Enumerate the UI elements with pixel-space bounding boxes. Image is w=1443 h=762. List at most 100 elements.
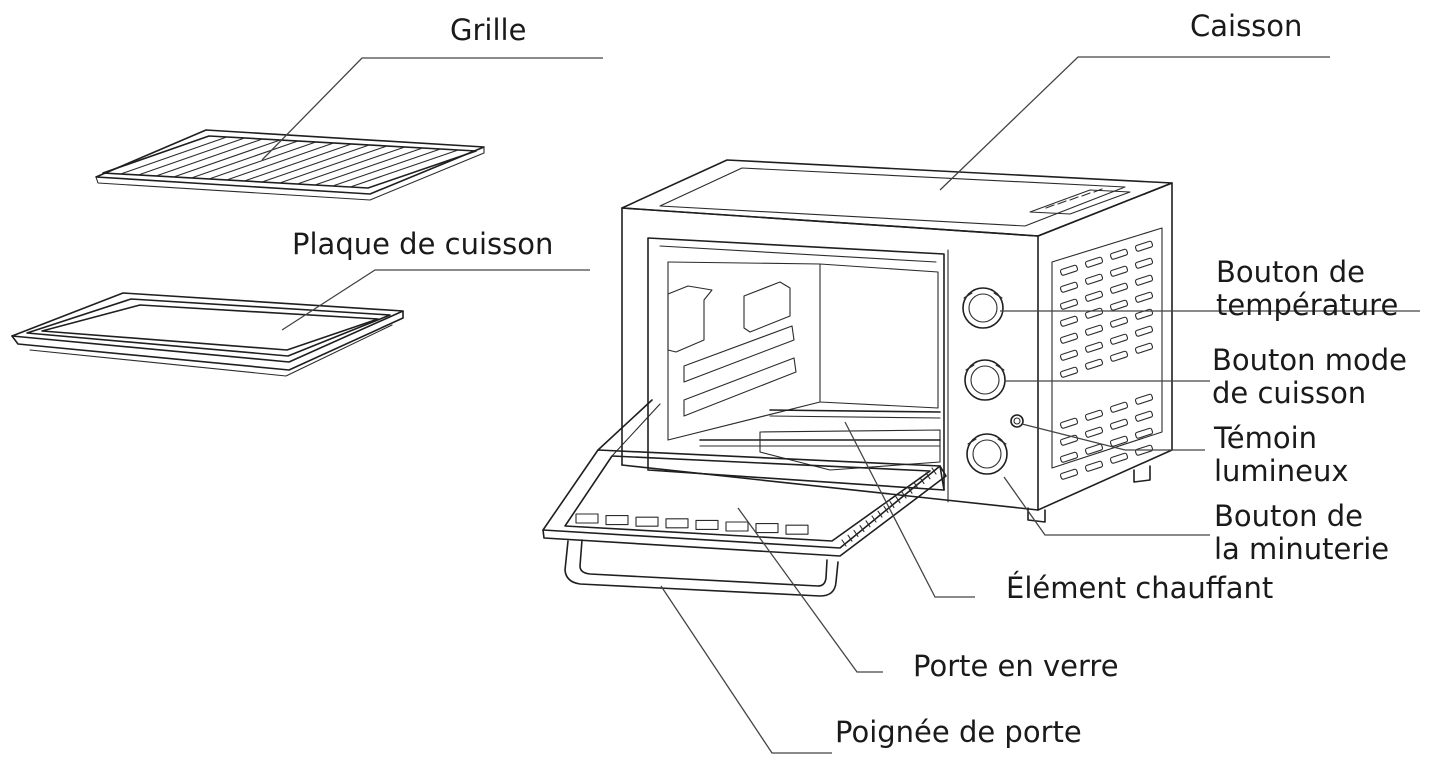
- label-line: Bouton de: [1216, 255, 1365, 289]
- indicator-light: [1010, 414, 1024, 428]
- hinge-tooth: [895, 496, 901, 504]
- label-bouton-de-temperature: Bouton de température: [1216, 256, 1398, 322]
- vent-slot: [1059, 417, 1079, 429]
- vent-slot: [1109, 265, 1129, 277]
- vent-slot: [1084, 358, 1104, 370]
- vent-slot: [1084, 426, 1104, 438]
- rack-bar: [120, 136, 228, 175]
- hinge-tooth: [925, 472, 931, 480]
- vent-slot: [1084, 324, 1104, 336]
- hinge-tooth: [901, 491, 907, 499]
- label-line: Bouton mode: [1212, 343, 1407, 377]
- rack-bar: [332, 148, 441, 187]
- vent-slot: [1109, 299, 1129, 311]
- door-slot: [635, 516, 659, 527]
- leader-lines: [261, 56, 1420, 754]
- strip-mark: [1045, 204, 1055, 209]
- label-bouton-de-la-minuterie: Bouton de la minuterie: [1214, 500, 1389, 566]
- hinge-tooth: [877, 510, 883, 518]
- label-line: Bouton de: [1214, 499, 1363, 533]
- label-line: la minuterie: [1214, 532, 1390, 566]
- label-grille: Grille: [450, 13, 527, 47]
- vent-slot: [1084, 307, 1104, 319]
- vent-slot: [1134, 410, 1154, 422]
- vent-slot: [1134, 325, 1154, 337]
- vent-slot: [1134, 393, 1154, 405]
- vent-slot: [1059, 366, 1079, 378]
- label-poignee-de-porte: Poignée de porte: [835, 715, 1082, 749]
- label-line: Témoin: [1214, 421, 1318, 455]
- strip-mark: [1069, 196, 1079, 201]
- vent-slot: [1059, 468, 1079, 480]
- door-slot: [755, 523, 779, 534]
- vent-slot: [1109, 333, 1129, 345]
- timer-knob: [966, 433, 1008, 475]
- rack-bar: [349, 149, 459, 188]
- vent-slot: [1109, 350, 1129, 362]
- vent-slot: [1109, 418, 1129, 430]
- hinge-tooth: [889, 501, 895, 509]
- vent-slot: [1134, 427, 1154, 439]
- vent-slot: [1134, 274, 1154, 286]
- rack-bar: [296, 146, 406, 185]
- label-caisson: Caisson: [1190, 9, 1303, 43]
- vent-slot: [1084, 409, 1104, 421]
- vent-slot: [1134, 444, 1154, 456]
- label-line: lumineux: [1214, 454, 1349, 488]
- vent-slot: [1109, 401, 1129, 413]
- vent-slot: [1084, 460, 1104, 472]
- hinge-tooth: [913, 481, 919, 489]
- strip-mark: [1057, 200, 1067, 205]
- vent-slot: [1134, 257, 1154, 269]
- label-temoin-lumineux: Témoin lumineux: [1214, 422, 1349, 488]
- label-bouton-mode-de-cuisson: Bouton mode de cuisson: [1212, 344, 1407, 410]
- vent-slot: [1059, 315, 1079, 327]
- label-line: température: [1216, 288, 1399, 322]
- rack-bar: [208, 141, 317, 180]
- strip-mark: [1081, 192, 1091, 197]
- hinge-tooth: [907, 486, 913, 494]
- vent-slot: [1059, 349, 1079, 361]
- baking-tray: [11, 292, 404, 377]
- rack-bar: [314, 147, 424, 186]
- label-line: de cuisson: [1212, 376, 1367, 410]
- strip-mark: [1093, 188, 1103, 193]
- vent-slot: [1059, 298, 1079, 310]
- hinge-tooth: [841, 539, 847, 547]
- vent-slot: [1084, 443, 1104, 455]
- label-element-chauffant: Élément chauffant: [1006, 571, 1274, 605]
- door-slot: [605, 515, 629, 526]
- wire-rack: [95, 129, 485, 201]
- rack-bar: [190, 140, 299, 179]
- door-slot: [785, 524, 809, 535]
- vent-slot: [1134, 342, 1154, 354]
- door-handle: [564, 539, 839, 597]
- vent-slot: [1059, 264, 1079, 276]
- rack-bar: [261, 144, 370, 183]
- hinge-tooth: [853, 529, 859, 537]
- vent-slot: [1084, 341, 1104, 353]
- rack-bar: [173, 139, 281, 178]
- vent-slot: [1109, 435, 1129, 447]
- hinge-tooth: [931, 467, 937, 475]
- vent-slot: [1059, 281, 1079, 293]
- vent-slot: [1084, 273, 1104, 285]
- vent-slot: [1109, 452, 1129, 464]
- rack-bar: [226, 142, 335, 181]
- temperature-knob: [962, 287, 1004, 329]
- vent-slot: [1059, 332, 1079, 344]
- vent-slot: [1134, 240, 1154, 252]
- vent-slot: [1109, 316, 1129, 328]
- cooking-mode-knob: [964, 359, 1006, 401]
- hinge-tooth: [865, 520, 871, 528]
- vent-slot: [1084, 256, 1104, 268]
- door-slot: [725, 521, 749, 532]
- door-slot: [575, 513, 599, 524]
- glass-door: [542, 399, 947, 557]
- label-plaque-de-cuisson: Plaque de cuisson: [292, 227, 554, 261]
- rack-bar: [137, 137, 246, 176]
- door-slot: [665, 518, 689, 529]
- vent-slot: [1084, 290, 1104, 302]
